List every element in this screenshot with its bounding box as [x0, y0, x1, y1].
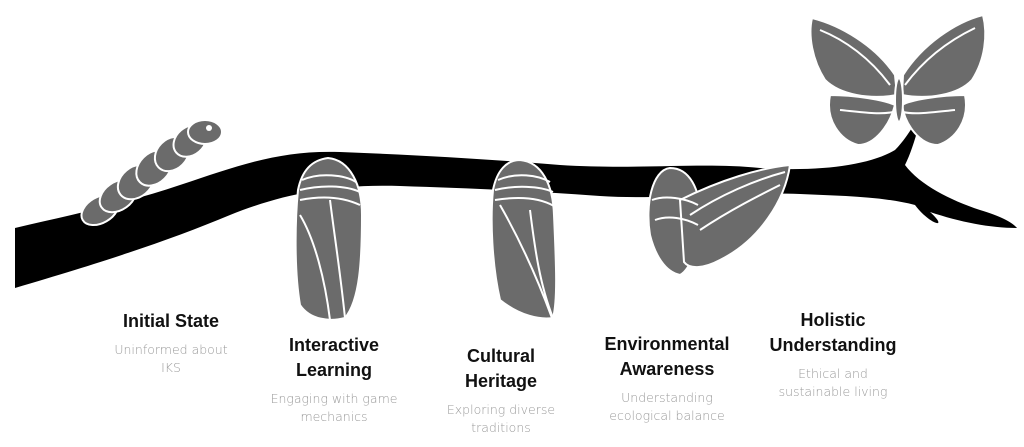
- emerging-butterfly-icon: [647, 163, 792, 277]
- desc-line: Understanding: [621, 390, 713, 405]
- title-line: Learning: [295, 360, 372, 380]
- butterfly-icon: [809, 13, 987, 147]
- desc-line: mechanics: [300, 409, 368, 424]
- title-line: Cultural: [466, 346, 535, 366]
- desc-line: Engaging with game: [270, 391, 398, 406]
- stage-description: Ethical and sustainable living: [738, 365, 928, 401]
- desc-line: sustainable living: [778, 384, 888, 399]
- stage-description: Engaging with game mechanics: [239, 390, 429, 426]
- desc-line: traditions: [471, 420, 531, 435]
- title-line: Initial State: [122, 311, 220, 331]
- stage-title: Initial State: [76, 309, 266, 334]
- desc-line: Exploring diverse: [446, 402, 556, 417]
- desc-line: IKS: [161, 360, 181, 375]
- chrysalis-icon: [490, 158, 558, 320]
- stage-description: Understanding ecological balance: [572, 389, 762, 425]
- desc-line: Ethical and: [798, 366, 868, 381]
- title-line: Awareness: [619, 359, 715, 379]
- title-line: Understanding: [769, 335, 897, 355]
- desc-line: ecological balance: [609, 408, 725, 423]
- title-line: Heritage: [464, 371, 538, 391]
- title-line: Environmental: [604, 334, 730, 354]
- desc-line: Uninformed about: [114, 342, 228, 357]
- branch-icon: [15, 124, 1017, 288]
- caterpillar-icon: [80, 119, 223, 227]
- title-line: Holistic: [800, 310, 866, 330]
- title-line: Interactive: [288, 335, 380, 355]
- stage-description: Exploring diverse traditions: [406, 401, 596, 437]
- chrysalis-icon: [294, 156, 364, 321]
